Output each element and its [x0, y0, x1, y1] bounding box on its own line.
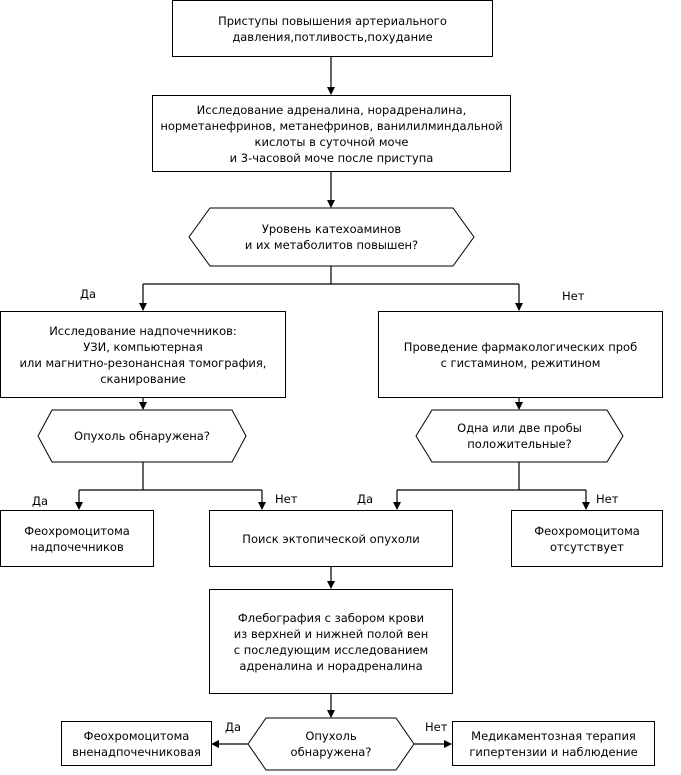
label-yes-tumor-2: Да [225, 720, 242, 734]
label-no-tests: Нет [596, 492, 619, 506]
label-yes-catechol: Да [80, 287, 97, 301]
tumor-question-1-text: Опухоль обнаружена? [74, 429, 210, 443]
pharm-tests-box: Проведение фармакологических проб с гист… [378, 311, 663, 398]
tumor-question-1-shape [37, 409, 247, 463]
tumor-question-2-text: Опухоль обнаружена? [290, 729, 372, 759]
urine-test-box: Исследование адреналина, норадреналина, … [152, 95, 511, 172]
label-yes-tumor-1: Да [32, 494, 49, 508]
catechol-question-text: Уровень катехоаминов и их метаболитов по… [244, 222, 419, 252]
adrenal-imaging-box: Исследование надпочечников: УЗИ, компьют… [0, 311, 286, 398]
pheo-adrenal-box: Феохромоцитома надпочечников [0, 510, 154, 567]
pheo-extra-box: Феохромоцитома вненадпочечниковая [61, 721, 212, 766]
label-no-tumor-2: Нет [425, 720, 448, 734]
catechol-question-shape [188, 207, 475, 267]
ectopic-search-box: Поиск эктопической опухоли [209, 510, 453, 567]
label-no-tumor-1: Нет [275, 492, 298, 506]
tests-question-text: Одна или две пробы положительные? [457, 421, 582, 451]
pheo-absent-box: Феохромоцитома отсутствует [511, 510, 663, 567]
tumor-question-2-shape [247, 717, 415, 771]
label-yes-tests: Да [357, 492, 374, 506]
med-therapy-box: Медикаментозная терапия гипертензии и на… [452, 721, 655, 766]
symptoms-box: Приступы повышения артериального давлени… [172, 0, 493, 57]
label-no-catechol: Нет [562, 289, 585, 303]
phlebography-box: Флебография с забором крови из верхней и… [209, 589, 453, 694]
tests-question-shape [415, 409, 624, 463]
